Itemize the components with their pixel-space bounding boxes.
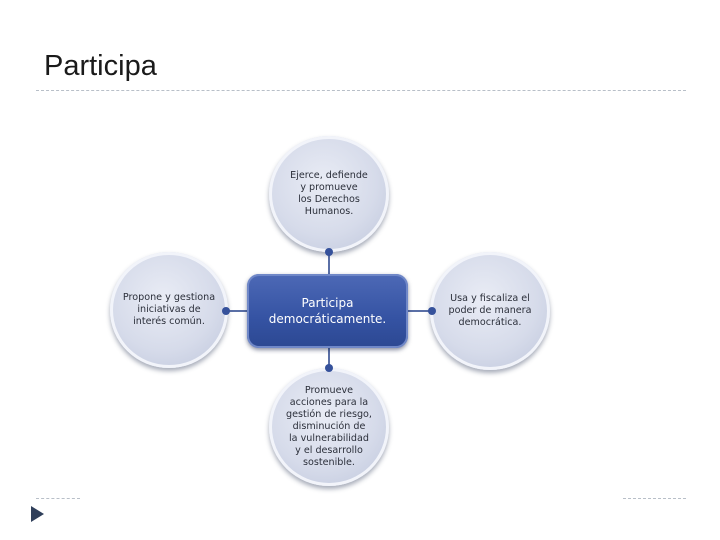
node-bottom: Promueve acciones para la gestión de rie… <box>269 368 389 486</box>
connector-dot-right <box>428 307 436 315</box>
node-top-text: Ejerce, defiende y promueve los Derechos… <box>290 170 368 217</box>
connector-dot-bottom <box>325 364 333 372</box>
center-node: Participa democráticamente. <box>247 274 408 348</box>
triangle-bullet-icon <box>31 506 44 522</box>
connector-top <box>328 250 330 274</box>
connector-dot-top <box>325 248 333 256</box>
node-top: Ejerce, defiende y promueve los Derechos… <box>269 136 389 252</box>
participation-diagram: Ejerce, defiende y promueve los Derechos… <box>110 136 554 488</box>
node-right: Usa y fiscaliza el poder de manera democ… <box>430 252 550 370</box>
slide-title: Participa <box>44 50 157 82</box>
node-bottom-text: Promueve acciones para la gestión de rie… <box>286 385 372 468</box>
connector-left <box>224 310 247 312</box>
footer-divider-left <box>36 498 80 499</box>
footer-divider-right <box>623 498 686 499</box>
node-left-text: Propone y gestiona iniciativas de interé… <box>122 292 216 327</box>
center-node-text: Participa democráticamente. <box>268 296 387 326</box>
node-left: Propone y gestiona iniciativas de interé… <box>110 252 228 368</box>
connector-bottom <box>328 348 330 370</box>
connector-dot-left <box>222 307 230 315</box>
connector-right <box>408 310 430 312</box>
title-divider <box>36 90 686 91</box>
node-right-text: Usa y fiscaliza el poder de manera democ… <box>448 293 532 328</box>
